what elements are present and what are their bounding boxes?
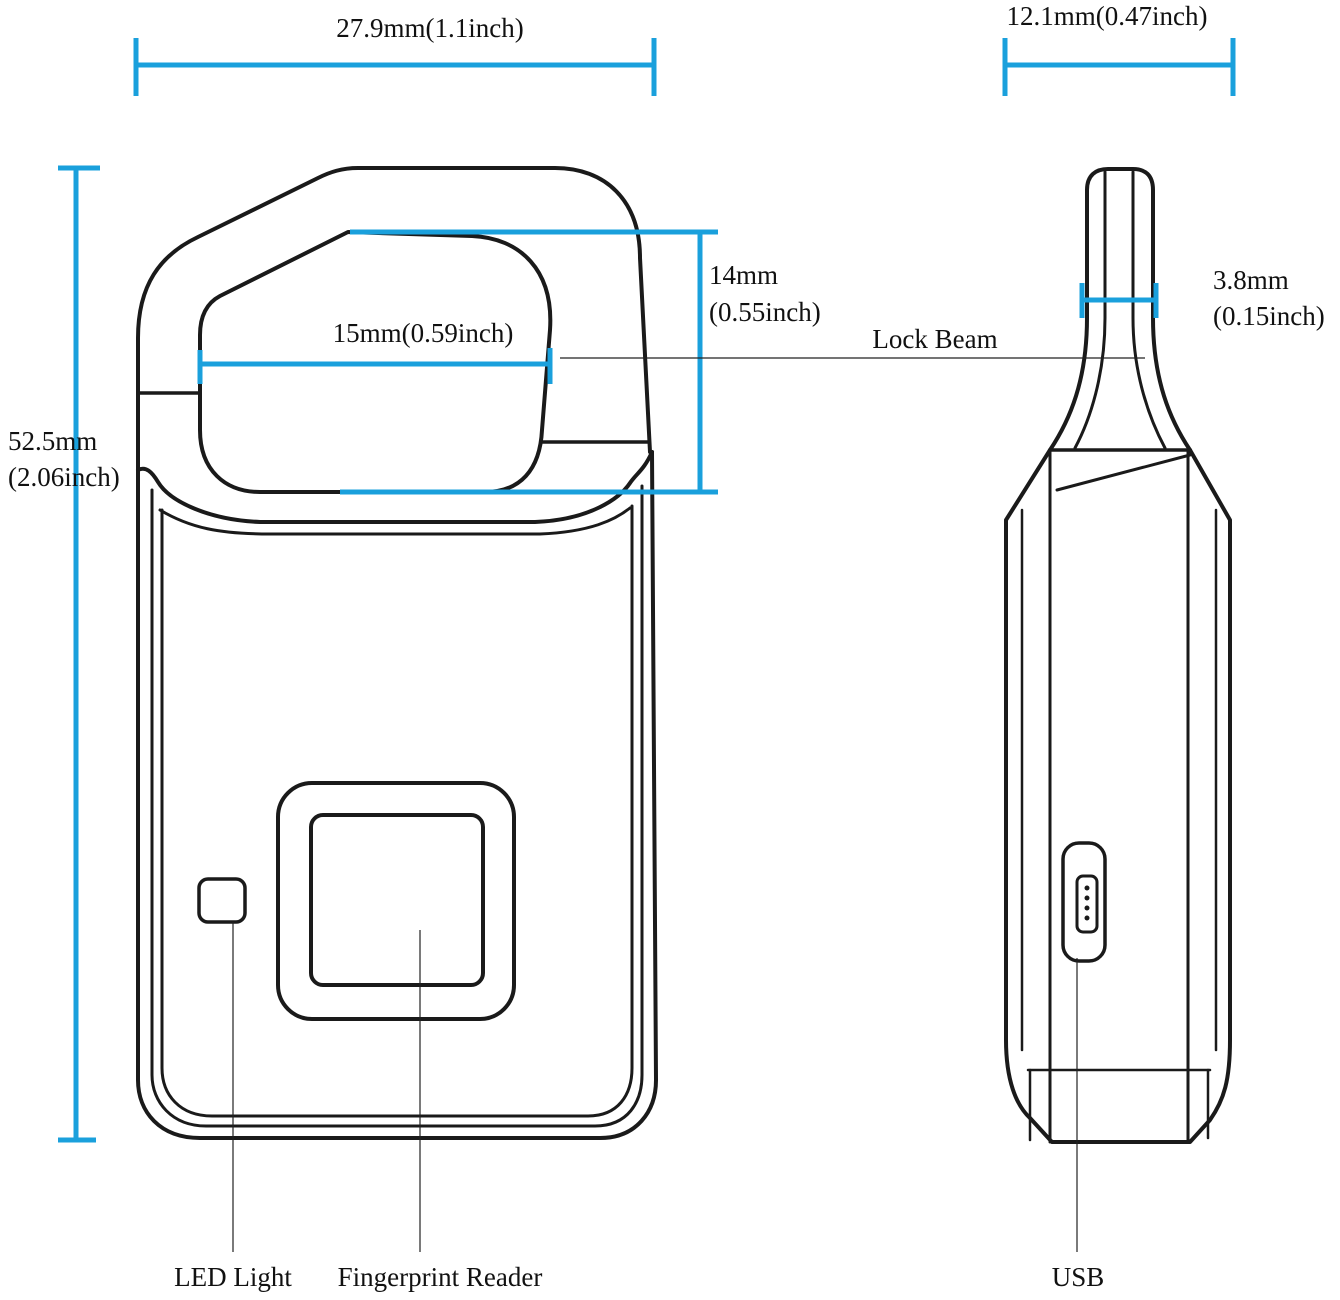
beam-thickness-mm-label: 3.8mm xyxy=(1213,265,1289,295)
padlock-front-view-icon xyxy=(136,166,658,1140)
beam-thickness-dimension-line xyxy=(1079,283,1159,318)
fingerprint-reader-outer xyxy=(276,781,516,1021)
width-label: 27.9mm(1.1inch) xyxy=(336,13,523,43)
height-inch-label: (2.06inch) xyxy=(8,462,120,492)
fingerprint-reader-sensor xyxy=(309,813,485,987)
beam-height-mm-label: 14mm xyxy=(709,260,778,290)
height-mm-label: 52.5mm xyxy=(8,426,97,456)
fingerprint-reader-label: Fingerprint Reader xyxy=(338,1262,543,1292)
usb-label: USB xyxy=(1052,1262,1105,1292)
leader-lines xyxy=(232,357,1145,1252)
depth-label: 12.1mm(0.47inch) xyxy=(1007,1,1208,31)
beam-height-dimension-line xyxy=(340,229,718,495)
height-dimension-line xyxy=(58,165,100,1143)
depth-dimension-line xyxy=(1002,38,1236,96)
padlock-side-view-icon xyxy=(1004,167,1232,1144)
lock-beam-label: Lock Beam xyxy=(872,324,997,354)
dimension-lines xyxy=(58,38,1236,1143)
width-dimension-line xyxy=(133,38,657,96)
led-light-icon xyxy=(197,877,247,924)
usb-port-icon xyxy=(1061,841,1107,963)
beam-thickness-inch-label: (0.15inch) xyxy=(1213,301,1325,331)
labels: 27.9mm(1.1inch) 12.1mm(0.47inch) 52.5mm … xyxy=(8,1,1325,1292)
beam-width-label: 15mm(0.59inch) xyxy=(333,318,514,348)
beam-width-dimension-line xyxy=(197,348,553,384)
beam-height-inch-label: (0.55inch) xyxy=(709,297,821,327)
led-light-label: LED Light xyxy=(174,1262,292,1292)
